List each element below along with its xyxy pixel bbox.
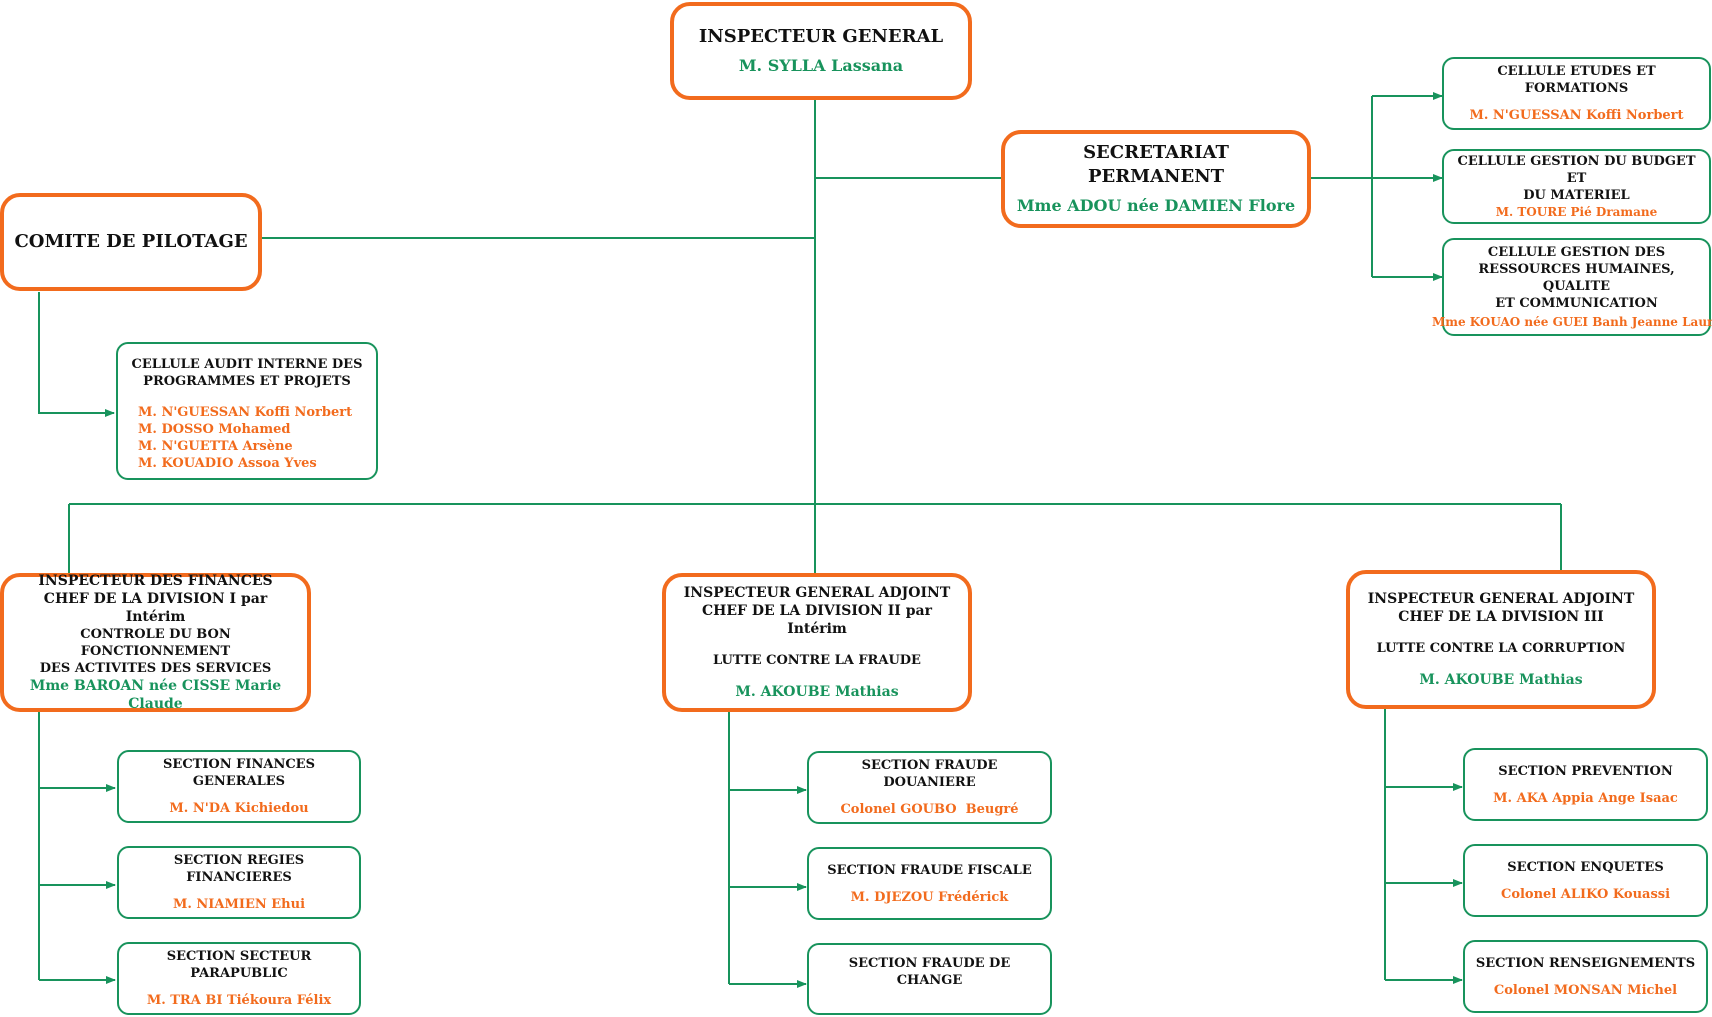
section-title: SECTION SECTEUR PARAPUBLIC	[166, 949, 312, 981]
division-subtitle: LUTTE CONTRE LA FRAUDE	[713, 653, 921, 668]
cellule-budget-box: CELLULE GESTION DU BUDGET ET DU MATERIEL…	[1442, 149, 1711, 224]
section-title: SECTION FRAUDE DE CHANGE	[848, 956, 1011, 988]
division-2-box: INSPECTEUR GENERAL ADJOINT CHEF DE LA DI…	[662, 573, 972, 712]
section-title: SECTION FRAUDE DOUANIERE	[861, 758, 998, 790]
secretariat-name: Mme ADOU née DAMIEN Flore	[1016, 196, 1296, 215]
cellule-audit-member: M. DOSSO Mohamed	[138, 422, 291, 437]
section-box: SECTION SECTEUR PARAPUBLIC M. TRA BI Tié…	[117, 942, 361, 1015]
section-name: M. TRA BI Tiékoura Félix	[146, 993, 332, 1008]
section-name: M. N'DA Kichiedou	[169, 801, 309, 816]
division-subtitle: LUTTE CONTRE LA CORRUPTION	[1376, 641, 1626, 656]
division-title: INSPECTEUR GENERAL ADJOINT CHEF DE LA DI…	[1367, 591, 1635, 625]
inspecteur-general-box: INSPECTEUR GENERAL M. SYLLA Lassana	[670, 2, 972, 100]
division-head-name: M. AKOUBE Mathias	[735, 684, 899, 700]
section-box: SECTION RENSEIGNEMENTS Colonel MONSAN Mi…	[1463, 940, 1708, 1013]
division-title: INSPECTEUR DES FINANCES CHEF DE LA DIVIS…	[38, 573, 273, 625]
cellule-name: M. TOURE Pié Dramane	[1495, 205, 1658, 219]
section-name: Colonel MONSAN Michel	[1493, 982, 1678, 998]
section-box: SECTION FINANCES GENERALES M. N'DA Kichi…	[117, 750, 361, 823]
cellule-rh-box: CELLULE GESTION DES RESSOURCES HUMAINES,…	[1432, 238, 1712, 336]
division-title: INSPECTEUR GENERAL ADJOINT CHEF DE LA DI…	[683, 585, 951, 637]
link-cellule-audit	[38, 292, 115, 417]
cellule-audit-title: CELLULE AUDIT INTERNE DES PROGRAMMES ET …	[131, 357, 363, 389]
division-3-box: INSPECTEUR GENERAL ADJOINT CHEF DE LA DI…	[1346, 570, 1656, 709]
section-name: Colonel GOUBO Beugré	[840, 802, 1019, 817]
comite-box: COMITE DE PILOTAGE	[0, 193, 262, 291]
inspecteur-general-title: INSPECTEUR GENERAL	[698, 26, 944, 47]
secretariat-box: SECRETARIAT PERMANENT Mme ADOU née DAMIE…	[1001, 130, 1311, 228]
cellule-audit-box: CELLULE AUDIT INTERNE DES PROGRAMMES ET …	[116, 342, 378, 480]
section-box: SECTION REGIES FINANCIERES M. NIAMIEN Eh…	[117, 846, 361, 919]
section-name: Colonel ALIKO Kouassi	[1500, 886, 1671, 902]
section-box: SECTION ENQUETES Colonel ALIKO Kouassi	[1463, 844, 1708, 917]
section-title: SECTION ENQUETES	[1507, 859, 1664, 875]
division-head-name: M. AKOUBE Mathias	[1419, 672, 1583, 688]
section-title: SECTION RENSEIGNEMENTS	[1475, 955, 1696, 971]
cellule-name: Mme KOUAO née GUEI Banh Jeanne Laure	[1432, 315, 1712, 329]
cellule-title: CELLULE GESTION DES RESSOURCES HUMAINES,…	[1478, 245, 1675, 311]
section-box: SECTION FRAUDE DE CHANGE	[807, 943, 1052, 1015]
cellule-audit-member: M. N'GUESSAN Koffi Norbert	[138, 405, 353, 420]
cellule-title: CELLULE GESTION DU BUDGET ET DU MATERIEL	[1457, 154, 1696, 203]
cellule-audit-member: M. KOUADIO Assoa Yves	[138, 456, 317, 471]
division-head-name: Mme BAROAN née CISSE Marie Claude	[29, 678, 282, 712]
cellule-name: M. N'GUESSAN Koffi Norbert	[1469, 108, 1684, 123]
section-title: SECTION REGIES FINANCIERES	[173, 853, 305, 885]
section-box: SECTION PREVENTION M. AKA Appia Ange Isa…	[1463, 748, 1708, 821]
division-subtitle: CONTROLE DU BON FONCTIONNEMENT DES ACTIV…	[39, 627, 272, 676]
section-title: SECTION FRAUDE FISCALE	[827, 862, 1032, 878]
section-box: SECTION FRAUDE FISCALE M. DJEZOU Frédéri…	[807, 847, 1052, 920]
division-1-box: INSPECTEUR DES FINANCES CHEF DE LA DIVIS…	[0, 573, 311, 712]
cellule-etudes-box: CELLULE ETUDES ET FORMATIONS M. N'GUESSA…	[1442, 57, 1711, 130]
cellule-audit-member: M. N'GUETTA Arsène	[138, 439, 293, 454]
section-name: M. NIAMIEN Ehui	[172, 897, 306, 912]
section-name: M. DJEZOU Frédérick	[850, 889, 1009, 905]
section-box: SECTION FRAUDE DOUANIERE Colonel GOUBO B…	[807, 751, 1052, 824]
comite-title: COMITE DE PILOTAGE	[14, 231, 248, 252]
cellule-title: CELLULE ETUDES ET FORMATIONS	[1497, 64, 1656, 96]
secretariat-title: SECRETARIAT PERMANENT	[1083, 142, 1229, 187]
section-name: M. AKA Appia Ange Isaac	[1493, 790, 1678, 806]
inspecteur-general-name: M. SYLLA Lassana	[738, 56, 904, 75]
section-title: SECTION PREVENTION	[1498, 763, 1673, 779]
section-title: SECTION FINANCES GENERALES	[163, 757, 315, 789]
